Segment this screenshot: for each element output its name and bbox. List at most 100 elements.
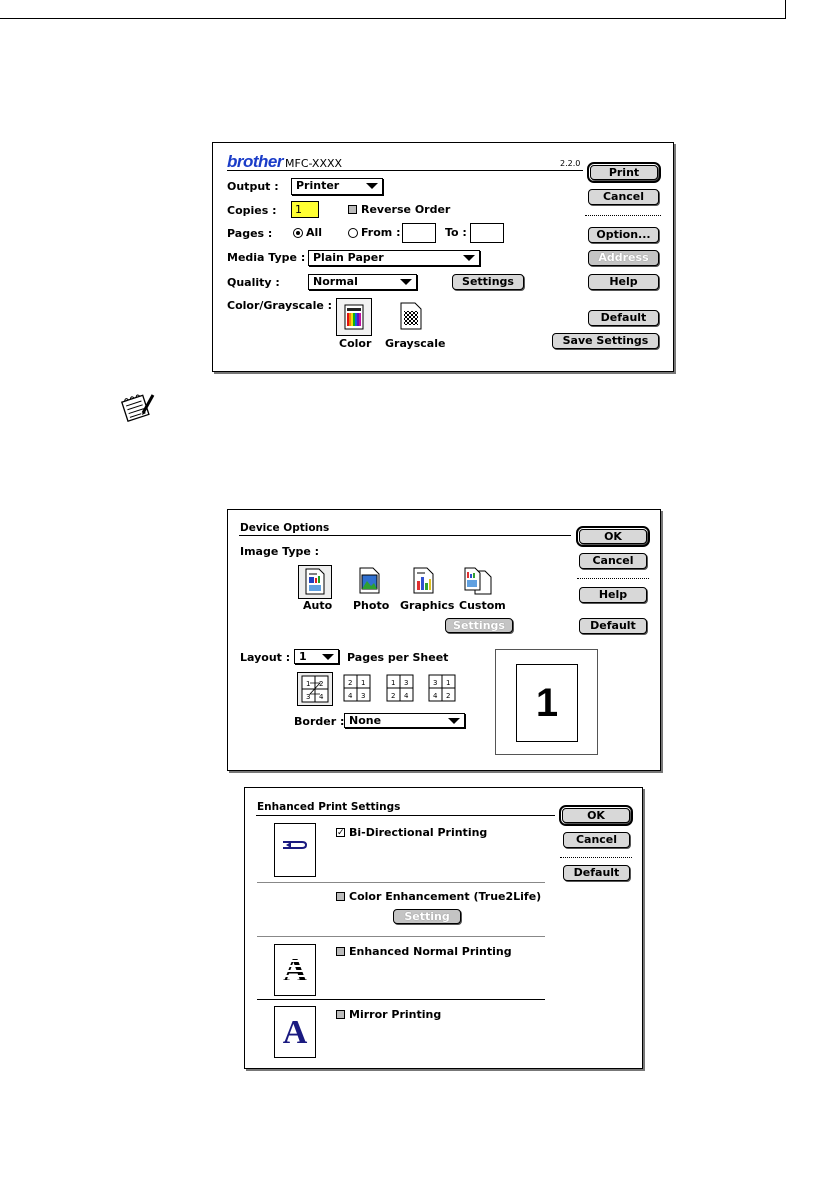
- layout-select[interactable]: 1: [294, 649, 339, 664]
- svg-text:3: 3: [361, 692, 365, 700]
- auto-document-icon: [305, 568, 325, 595]
- preview-page: 1: [516, 664, 578, 742]
- chevron-down-icon: [400, 279, 412, 285]
- layout-order-3[interactable]: 1 3 2 4: [385, 673, 415, 703]
- mirror-checkbox[interactable]: [336, 1010, 345, 1019]
- title-divider: [239, 535, 571, 536]
- cancel-button[interactable]: Cancel: [588, 189, 659, 205]
- note-icon: [119, 389, 155, 425]
- border-select[interactable]: None: [344, 713, 465, 728]
- settings-button[interactable]: Settings: [452, 274, 524, 290]
- from-input[interactable]: [402, 223, 436, 243]
- bidirectional-checkbox[interactable]: ✓: [336, 828, 345, 838]
- image-type-label: Image Type :: [240, 545, 320, 558]
- svg-text:2: 2: [391, 692, 395, 700]
- color-enhancement-label: Color Enhancement (True2Life): [349, 890, 542, 903]
- image-type-photo[interactable]: [354, 565, 386, 597]
- quality-label: Quality :: [227, 276, 280, 289]
- custom-documents-icon: [464, 567, 492, 595]
- svg-text:4: 4: [404, 692, 409, 700]
- enhanced-print-title: Enhanced Print Settings: [257, 801, 401, 813]
- chevron-down-icon: [322, 654, 334, 660]
- row-divider: [257, 936, 545, 937]
- header-divider: [227, 170, 583, 171]
- color-palette-icon: [344, 304, 364, 330]
- reverse-order-checkbox[interactable]: [348, 205, 357, 214]
- default-button[interactable]: Default: [579, 618, 647, 634]
- ok-button[interactable]: OK: [576, 526, 650, 547]
- color-enhancement-checkbox[interactable]: [336, 892, 345, 901]
- button-separator: [560, 857, 632, 858]
- border-value: None: [349, 714, 382, 727]
- pages-per-sheet-label: Pages per Sheet: [347, 651, 449, 664]
- enhanced-print-dialog: Enhanced Print Settings ✓ Bi-Directional…: [244, 787, 643, 1069]
- copies-label: Copies :: [227, 204, 277, 217]
- output-value: Printer: [296, 179, 340, 192]
- output-label: Output :: [227, 180, 279, 193]
- pages-all-radio[interactable]: [293, 228, 303, 238]
- svg-text:3: 3: [404, 679, 408, 687]
- svg-text:1: 1: [391, 679, 395, 687]
- help-button[interactable]: Help: [588, 274, 659, 290]
- button-separator: [577, 578, 649, 579]
- help-button[interactable]: Help: [579, 587, 647, 603]
- version-label: 2.2.0: [560, 159, 581, 168]
- svg-text:2: 2: [446, 692, 450, 700]
- svg-text:1: 1: [446, 679, 450, 687]
- save-settings-button[interactable]: Save Settings: [552, 333, 659, 349]
- cancel-button[interactable]: Cancel: [563, 832, 630, 848]
- cancel-button[interactable]: Cancel: [579, 553, 647, 569]
- enhanced-normal-label: Enhanced Normal Printing: [349, 945, 512, 958]
- quality-select[interactable]: Normal: [308, 274, 417, 290]
- grayscale-mode-option[interactable]: [397, 300, 425, 332]
- pages-from-radio[interactable]: [348, 228, 358, 238]
- media-type-label: Media Type :: [227, 251, 306, 264]
- media-type-value: Plain Paper: [313, 251, 384, 264]
- pages-label: Pages :: [227, 227, 273, 240]
- print-dialog: brother MFC-XXXX 2.2.0 Output : Printer …: [212, 142, 674, 372]
- svg-text:1: 1: [361, 679, 365, 687]
- border-label: Border :: [294, 715, 345, 728]
- chevron-down-icon: [448, 718, 460, 724]
- bidirectional-preview-icon: [274, 823, 316, 877]
- image-type-auto[interactable]: [298, 565, 332, 599]
- row-divider: [257, 882, 545, 883]
- output-select[interactable]: Printer: [291, 178, 383, 195]
- image-type-custom-label: Custom: [459, 599, 506, 612]
- from-label: From :: [361, 226, 401, 239]
- image-type-graphics[interactable]: [408, 565, 440, 597]
- enhanced-normal-checkbox[interactable]: [336, 947, 345, 956]
- to-label: To :: [445, 226, 467, 239]
- chevron-down-icon: [366, 183, 378, 189]
- media-type-select[interactable]: Plain Paper: [308, 250, 480, 266]
- address-button[interactable]: Address: [588, 250, 659, 266]
- to-input[interactable]: [470, 223, 504, 243]
- ok-button[interactable]: OK: [559, 805, 633, 826]
- chevron-down-icon: [463, 255, 475, 261]
- mirror-preview-icon: A: [274, 1006, 316, 1058]
- svg-text:4: 4: [433, 692, 438, 700]
- default-button[interactable]: Default: [563, 865, 630, 881]
- page-edge-lines: [0, 0, 786, 19]
- color-grayscale-label: Color/Grayscale :: [227, 299, 333, 312]
- title-divider: [256, 815, 555, 816]
- image-type-custom[interactable]: [461, 565, 495, 597]
- default-button[interactable]: Default: [588, 310, 659, 326]
- graphics-chart-icon: [413, 567, 434, 594]
- color-setting-button[interactable]: Setting: [393, 909, 461, 924]
- svg-text:2: 2: [348, 679, 352, 687]
- print-button[interactable]: Print: [587, 162, 661, 183]
- color-mode-option[interactable]: [336, 298, 372, 336]
- copies-input[interactable]: 1: [291, 201, 319, 218]
- device-options-title: Device Options: [240, 522, 330, 534]
- button-separator: [585, 215, 661, 216]
- copies-value: 1: [295, 203, 302, 216]
- image-settings-button[interactable]: Settings: [445, 618, 513, 633]
- option-button[interactable]: Option...: [588, 227, 659, 243]
- row-divider: [257, 999, 545, 1000]
- svg-text:3: 3: [433, 679, 437, 687]
